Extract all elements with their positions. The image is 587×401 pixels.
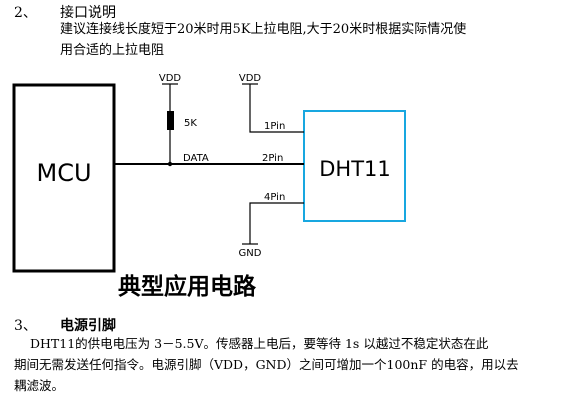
gnd-label: GND [239,248,262,259]
diagram-caption: 典型应用电路 [118,273,257,300]
pin4-wire [249,202,304,244]
pin4-label: 4Pin [264,192,285,203]
section-title: 电源引脚 [60,318,116,334]
resistor-label: 5K [184,118,197,129]
section-number: 3、 [14,318,37,334]
resistor-5k [167,111,174,130]
vdd-left-label: VDD [159,73,182,84]
pin1-label: 1Pin [264,121,285,132]
pin1-wire [249,84,304,133]
section-number: 2、 [14,5,37,21]
vdd-right-label: VDD [239,73,262,84]
mcu-label: MCU [36,159,91,187]
paragraph-line: 期间无需发送任何指令。电源引脚（VDD，GND）之间可增加一个100nF 的电容… [14,357,519,372]
dht11-box [303,110,406,222]
circuit-diagram: MCU DHT11 VDD 5K DATA 2Pin VDD 1Pin 4Pin… [12,73,406,300]
pin2-label: 2Pin [262,153,283,164]
paragraph-line: 建议连接线长度短于20米时用5K上拉电阻,大于20米时根据实际情况使 [60,22,467,37]
paragraph-line: 耦滤波。 [14,378,65,393]
paragraph-line: DHT11的供电电压为 3－5.5V。传感器上电后，要等待 1s 以越过不稳定状… [30,336,489,351]
dht11-label: DHT11 [319,157,391,181]
mcu-box [12,83,116,273]
paragraph-line: 用合适的上拉电阻 [60,43,165,58]
data-label: DATA [183,153,209,164]
section-title: 接口说明 [60,5,116,21]
